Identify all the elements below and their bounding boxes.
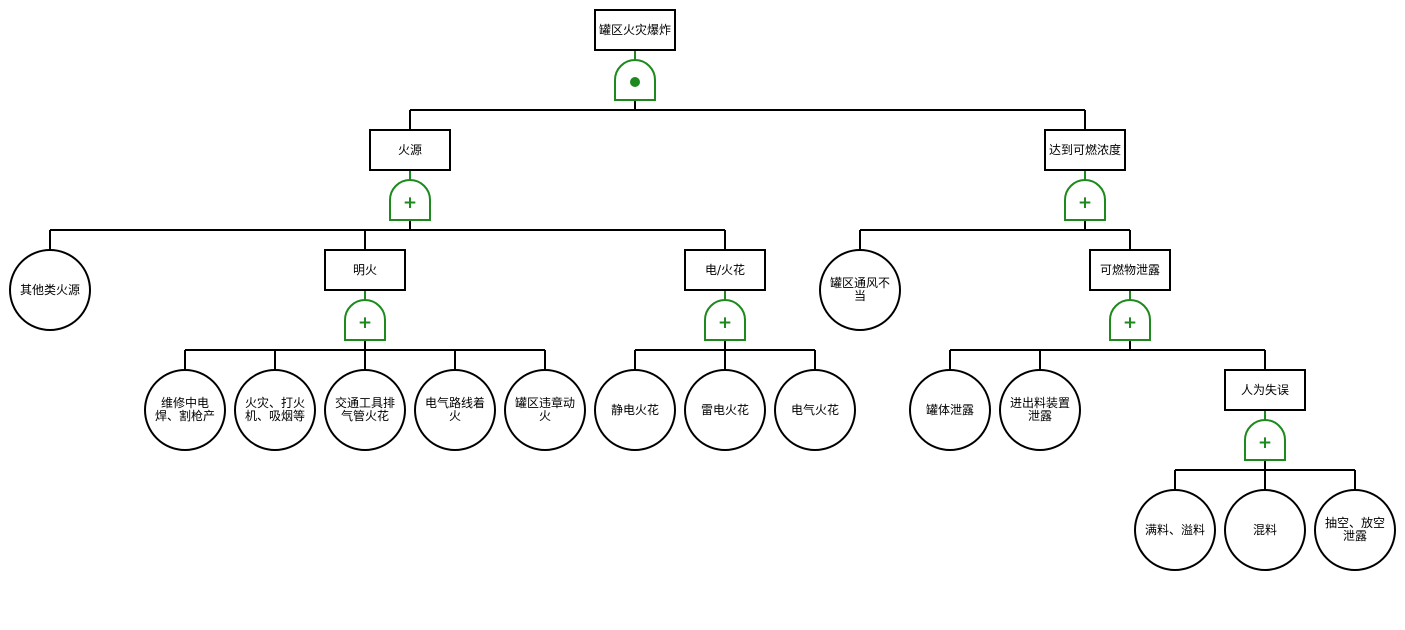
basic-event-circle-wiring [414, 369, 496, 451]
or-gate-icon: + [1244, 419, 1286, 461]
basic-event-circle-pumping [1314, 489, 1396, 571]
svg-text:+: + [403, 193, 417, 213]
basic-event-label-poor-ventilation: 罐区通风不当 [829, 276, 890, 303]
event-label-open-flame: 明火 [352, 262, 377, 277]
event-nodes [9, 9, 1396, 571]
basic-event-label-welding: 维修中电焊、割枪产 [154, 396, 215, 423]
svg-text:+: + [1123, 313, 1137, 333]
basic-event-label-electrical-spark: 电气火花 [790, 402, 839, 417]
basic-event-circle-exhaust [324, 369, 406, 451]
basic-event-circle-static-spark [594, 369, 676, 451]
svg-text:+: + [718, 313, 732, 333]
basic-event-label-static-spark: 静电火花 [610, 402, 659, 417]
basic-event-label-overflow: 满料、溢料 [1144, 522, 1205, 537]
event-box-ignition [369, 129, 451, 171]
basic-event-label-illegal-hotwork: 罐区违章动火 [514, 396, 575, 423]
basic-event-label-smoking: 火灾、打火机、吸烟等 [244, 396, 305, 423]
basic-event-circle-electrical-spark [774, 369, 856, 451]
event-label-ignition: 火源 [397, 142, 422, 157]
basic-event-circle-lightning-spark [684, 369, 766, 451]
or-gate-icon: + [1109, 299, 1151, 341]
logic-gates: + + + + + + [344, 50, 1286, 461]
event-label-flammable-leak: 可燃物泄露 [1099, 262, 1160, 277]
event-box-open-flame [324, 249, 406, 291]
event-label-concentration: 达到可燃浓度 [1048, 142, 1121, 157]
or-gate-icon: + [389, 179, 431, 221]
event-label-top: 罐区火灾爆炸 [598, 22, 671, 37]
basic-event-circle-illegal-hotwork [504, 369, 586, 451]
basic-event-circle-other-ignition [9, 249, 91, 331]
basic-event-circle-overflow [1134, 489, 1216, 571]
or-gate-icon: + [704, 299, 746, 341]
event-box-human-error [1224, 369, 1306, 411]
or-gate-icon: + [1064, 179, 1106, 221]
connector-lines [49, 100, 1356, 490]
basic-event-circle-tank-leak [909, 369, 991, 451]
svg-text:+: + [1258, 433, 1272, 453]
event-box-top [594, 9, 676, 51]
event-label-electric-spark: 电/火花 [704, 262, 746, 277]
basic-event-label-exhaust: 交通工具排气管火花 [334, 396, 395, 423]
or-gate-icon: + [344, 299, 386, 341]
basic-event-label-pumping: 抽空、放空泄露 [1324, 516, 1385, 543]
svg-text:+: + [1078, 193, 1092, 213]
basic-event-label-wiring: 电气路线着火 [424, 396, 485, 423]
basic-event-circle-loading-leak [999, 369, 1081, 451]
basic-event-circle-smoking [234, 369, 316, 451]
svg-text:+: + [358, 313, 372, 333]
and-gate-icon [614, 59, 656, 101]
basic-event-circle-welding [144, 369, 226, 451]
basic-event-label-other-ignition: 其他类火源 [19, 282, 80, 297]
basic-event-circle-poor-ventilation [819, 249, 901, 331]
event-box-flammable-leak [1089, 249, 1171, 291]
basic-event-label-tank-leak: 罐体泄露 [925, 402, 974, 417]
basic-event-label-loading-leak: 进出料装置泄露 [1009, 396, 1070, 423]
event-box-electric-spark [684, 249, 766, 291]
event-label-human-error: 人为失误 [1240, 382, 1289, 397]
basic-event-label-mixing: 混料 [1252, 522, 1277, 537]
basic-event-circle-mixing [1224, 489, 1306, 571]
event-box-concentration [1044, 129, 1126, 171]
basic-event-label-lightning-spark: 雷电火花 [700, 402, 749, 417]
